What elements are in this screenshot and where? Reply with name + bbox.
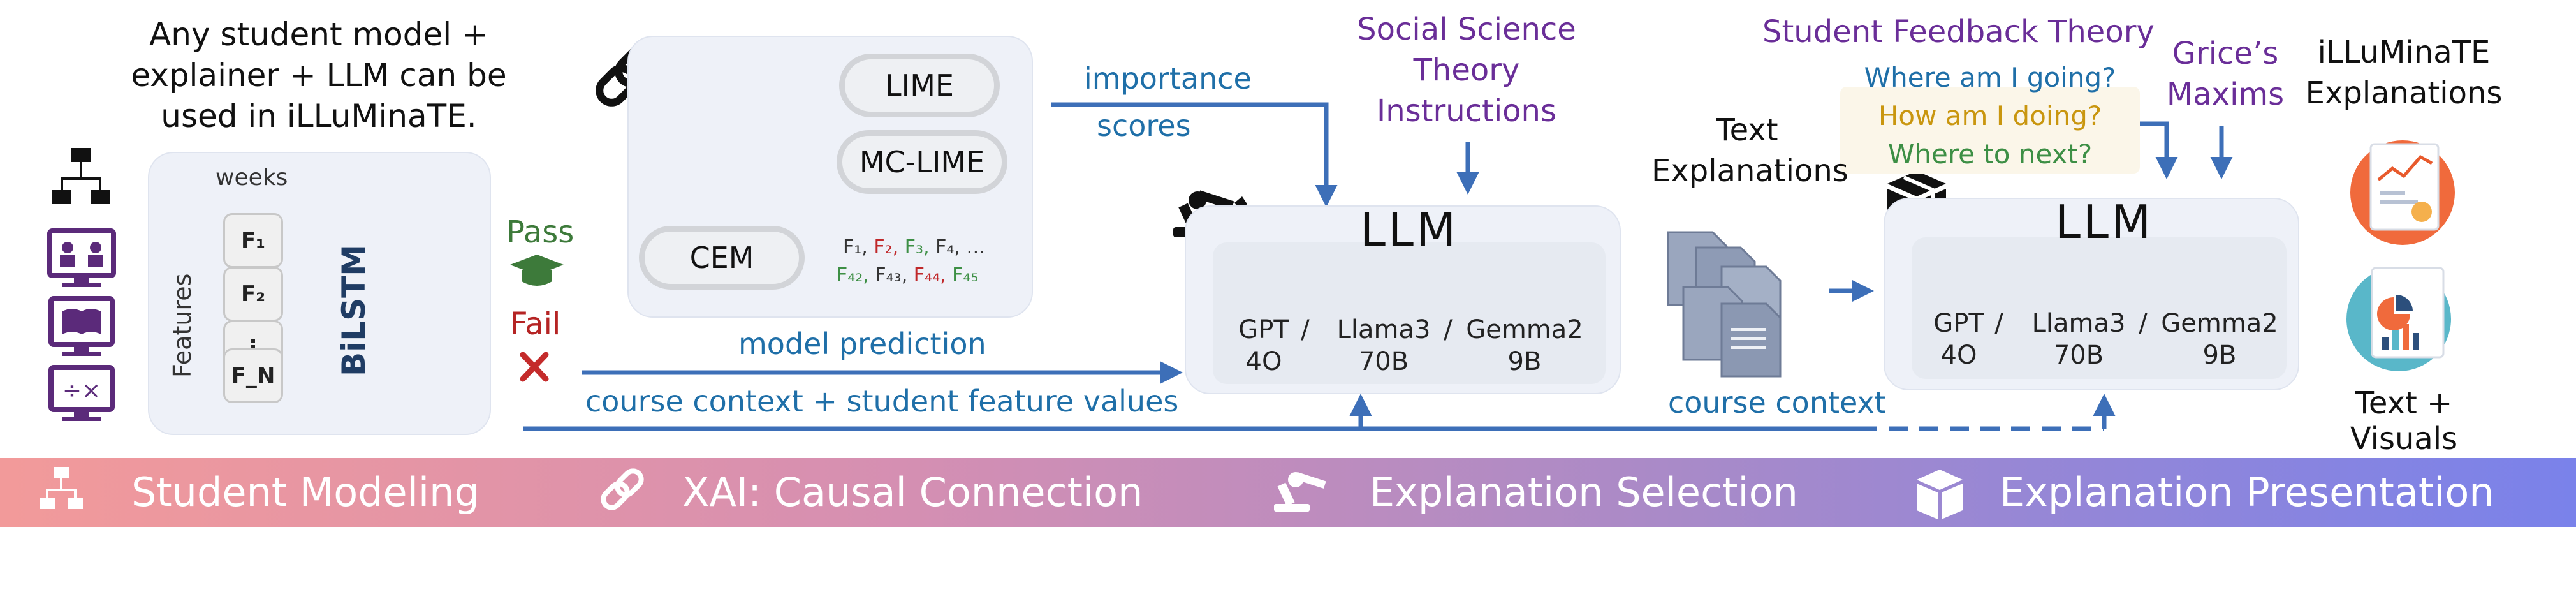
course-context-features-label: course context + student feature values — [585, 384, 1179, 418]
importance-label: importance — [1084, 61, 1252, 96]
feedback-theory-label: Student Feedback Theory — [1762, 14, 2155, 50]
llm-title: LLM — [2054, 195, 2154, 249]
feature-f2: F₂ — [223, 267, 283, 322]
graduation-cap-icon — [510, 255, 564, 286]
hierarchy-icon — [52, 148, 110, 204]
bilstm-label: BiLSTM — [335, 244, 372, 376]
feature-f1: F₁ — [223, 213, 283, 268]
separator: / — [2139, 309, 2148, 338]
fail-cross-icon — [520, 352, 549, 382]
stage-explanation-presentation: Explanation Presentation — [2000, 469, 2494, 515]
report-visual-icon — [2350, 140, 2455, 245]
llm-title: LLM — [1359, 203, 1459, 256]
intro-caption: Any student model +explainer + LLM can b… — [131, 16, 507, 135]
pass-label: Pass — [506, 214, 574, 250]
stage-explanation-selection: Explanation Selection — [1370, 469, 1798, 515]
document-stack-icon — [1667, 231, 1782, 378]
model-prediction-label: model prediction — [738, 327, 986, 361]
weeks-label: weeks — [216, 165, 288, 191]
video-call-icon — [47, 228, 116, 287]
box-package-icon — [1917, 470, 1963, 519]
feedback-questions: Where am I going? How am I doing? Where … — [1864, 62, 2116, 170]
separator: / — [1301, 315, 1310, 344]
counterfactual-row-1: F₁, F₂, F₃, F₄, … — [843, 236, 986, 258]
scores-label: scores — [1097, 108, 1191, 143]
chart-visual-icon — [2346, 267, 2451, 371]
student-model-panel — [148, 152, 491, 435]
arrows — [523, 102, 2233, 431]
mc-lime-explainer: MC-LIME — [837, 130, 1007, 194]
calculator-monitor-icon: ÷× — [48, 365, 115, 421]
text-visuals-label: Text + Visuals — [2350, 385, 2458, 457]
link-icon — [601, 468, 644, 510]
stage-student-modeling: Student Modeling — [131, 469, 479, 515]
stage-xai-causal-connection: XAI: Causal Connection — [682, 469, 1143, 515]
fail-label: Fail — [510, 306, 561, 342]
separator: / — [1444, 315, 1453, 344]
svg-text:÷×: ÷× — [62, 378, 101, 404]
robot-arm-icon — [1274, 472, 1326, 512]
separator: / — [1994, 309, 2003, 338]
book-monitor-icon — [48, 296, 115, 356]
counterfactual-row-2: F₄₂, F₄₃, F₄₄, F₄₅ — [837, 264, 979, 286]
hierarchy-icon — [40, 467, 83, 509]
cem-explainer: CEM — [639, 226, 805, 290]
lime-explainer: LIME — [839, 54, 1000, 117]
feedback-questions-box — [1840, 87, 2140, 174]
features-label: Features — [168, 273, 196, 378]
course-context-label: course context — [1668, 385, 1886, 420]
arrow-importance-scores — [1051, 102, 1338, 207]
feature-fn: F_N — [223, 348, 283, 403]
